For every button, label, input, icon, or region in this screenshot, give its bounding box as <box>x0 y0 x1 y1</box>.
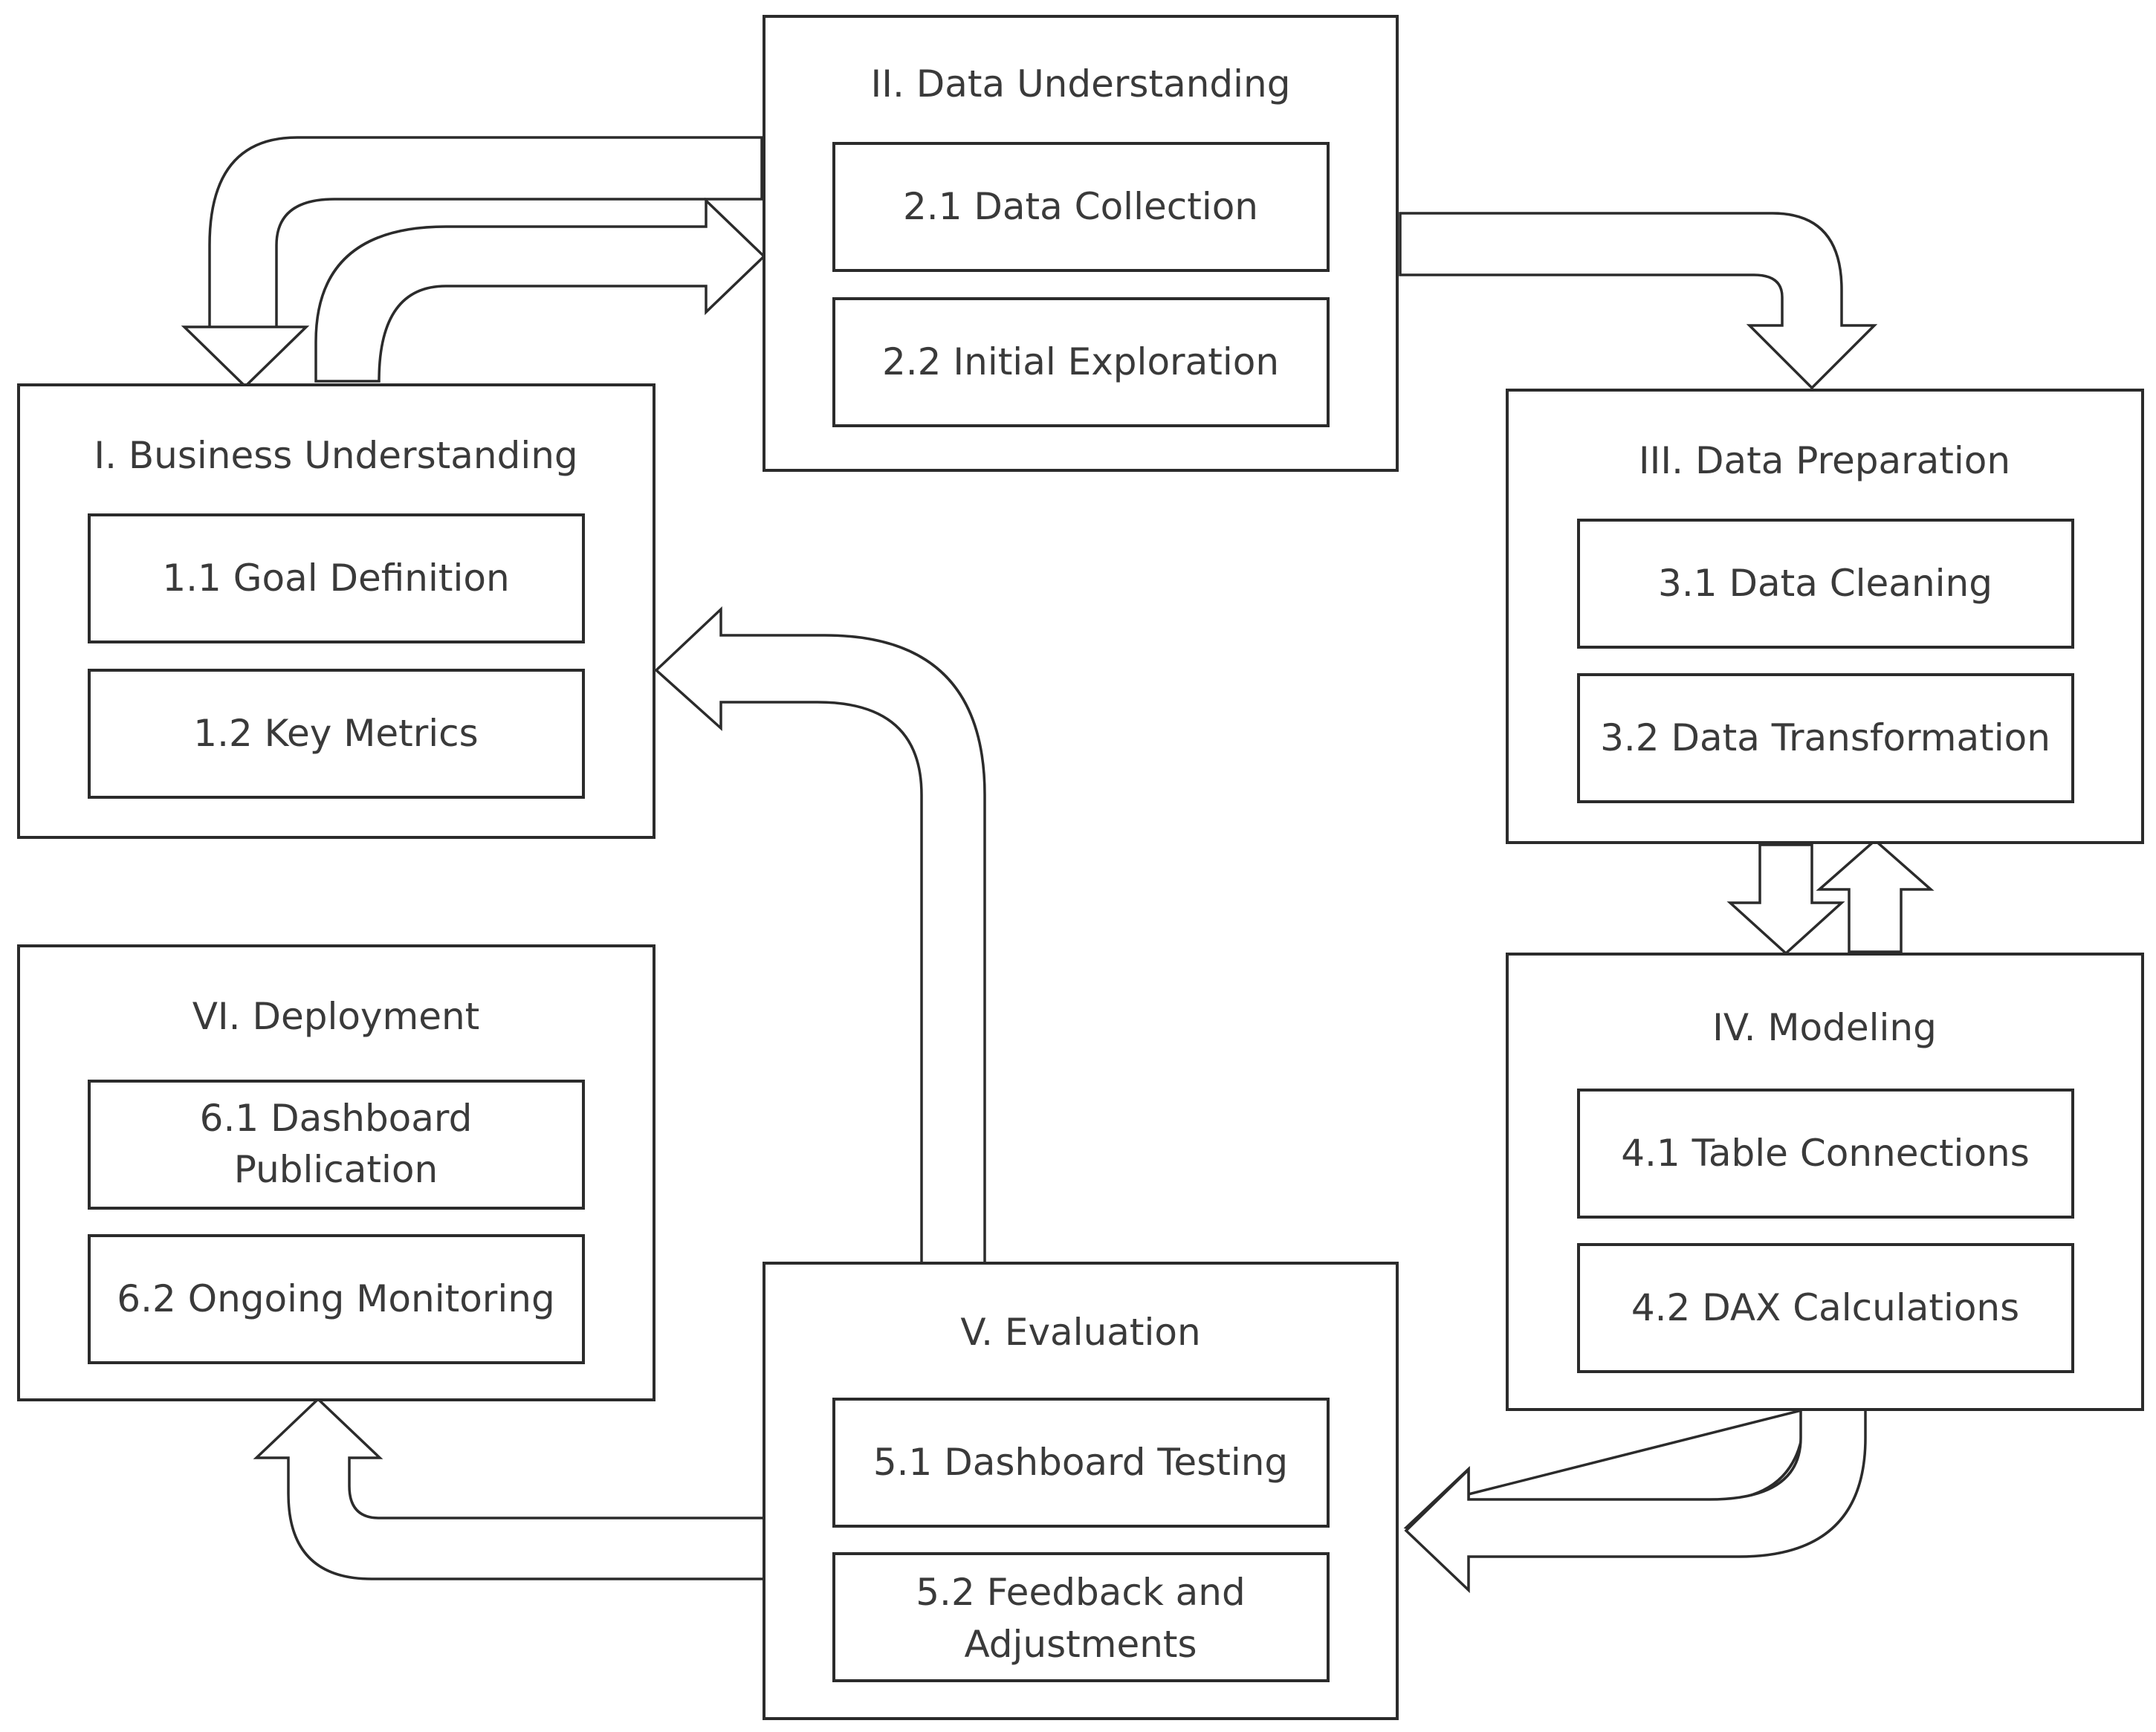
step-label: 1.1 Goal Definition <box>162 557 509 600</box>
step-box <box>88 1234 585 1364</box>
phase-deployment: VI. Deployment 6.1 Dashboard Publication… <box>17 944 655 1401</box>
phase-title: III. Data Preparation <box>1639 439 2010 482</box>
phase-title: IV. Modeling <box>1712 1006 1937 1049</box>
arrow-modeling-to-evaluation-body <box>1404 1408 1867 1594</box>
phase-data-understanding: II. Data Understanding 2.1 Data Collecti… <box>763 15 1399 472</box>
step-box <box>832 142 1330 272</box>
step-box <box>88 669 585 799</box>
step-box <box>88 513 585 643</box>
step-box <box>832 1552 1330 1682</box>
step-label: 2.2 Initial Exploration <box>882 340 1279 383</box>
step-box <box>1577 1243 2074 1373</box>
arrow-evaluation-to-business-understanding <box>654 606 986 1265</box>
step-label: 5.2 Feedback and <box>916 1571 1245 1614</box>
step-label: 4.1 Table Connections <box>1621 1132 2030 1175</box>
step-label: 2.1 Data Collection <box>903 185 1258 228</box>
phase-title: V. Evaluation <box>960 1311 1200 1354</box>
arrow-data-understanding-to-data-preparation <box>1399 212 1878 390</box>
arrow-evaluation-to-deployment <box>253 1397 765 1580</box>
arrow-data-preparation-to-modeling <box>1726 843 1845 956</box>
step-label: Adjustments <box>964 1623 1197 1666</box>
arrow-business-understanding-to-data-understanding <box>314 197 766 383</box>
step-label: 1.2 Key Metrics <box>193 712 478 755</box>
step-label: 6.2 Ongoing Monitoring <box>117 1277 554 1320</box>
step-label: Publication <box>234 1148 438 1191</box>
step-box <box>1577 673 2074 803</box>
step-box <box>832 1398 1330 1528</box>
phase-evaluation: V. Evaluation 5.1 Dashboard Testing 5.2 … <box>763 1262 1399 1720</box>
arrow-modeling-to-data-preparation <box>1816 838 1935 953</box>
arrow-data-understanding-to-business-understanding <box>181 136 763 389</box>
phase-modeling: IV. Modeling 4.1 Table Connections 4.2 D… <box>1506 953 2144 1411</box>
phase-title: II. Data Understanding <box>871 62 1291 106</box>
step-label: 3.1 Data Cleaning <box>1658 562 1992 605</box>
step-box <box>1577 519 2074 649</box>
phase-data-preparation: III. Data Preparation 3.1 Data Cleaning … <box>1506 389 2144 844</box>
step-label: 4.2 DAX Calculations <box>1631 1286 2019 1329</box>
step-box <box>832 297 1330 427</box>
phase-title: VI. Deployment <box>192 995 480 1038</box>
phase-title: I. Business Understanding <box>94 434 577 477</box>
step-label: 5.1 Dashboard Testing <box>873 1441 1288 1484</box>
step-box <box>88 1080 585 1210</box>
phase-business-understanding: I. Business Understanding 1.1 Goal Defin… <box>17 383 655 839</box>
step-label: 3.2 Data Transformation <box>1600 716 2050 759</box>
step-label: 6.1 Dashboard <box>200 1097 473 1140</box>
step-box <box>1577 1089 2074 1219</box>
